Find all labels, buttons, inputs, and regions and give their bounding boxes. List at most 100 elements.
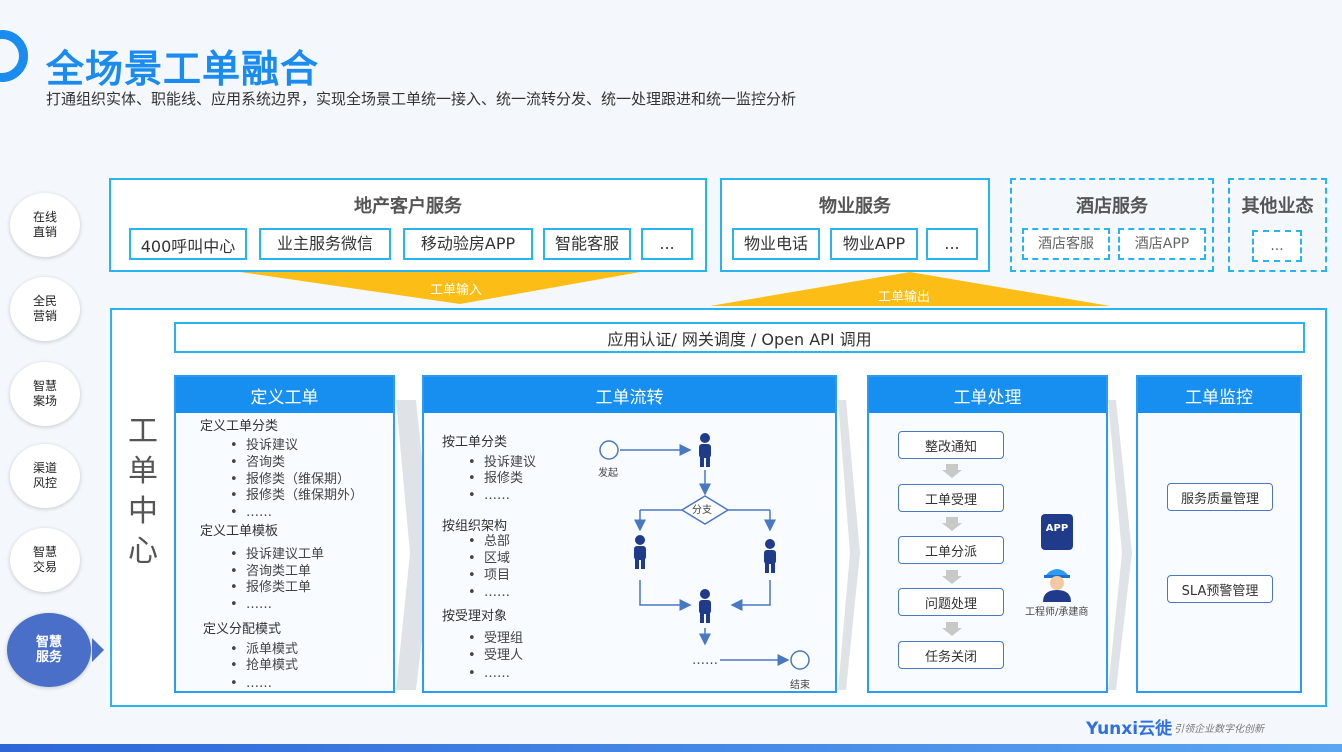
side-nav-label: 智慧 服务 [35,635,62,665]
list-item: • 投诉建议 [230,438,298,453]
define-group-heading: 定义工单模板 [200,524,279,539]
ticket-monitor-panel: 工单监控 [1136,375,1302,693]
list-item: • 咨询类 [230,455,285,470]
side-nav-item-active[interactable]: 智慧 服务 [7,613,91,687]
process-step[interactable]: 任务关闭 [898,641,1004,669]
page-subtitle: 打通组织实体、职能线、应用系统边界，实现全场景工单统一接入、统一流转分发、统一处… [46,90,797,108]
ticket-monitor-title: 工单监控 [1138,377,1300,413]
end-node [790,650,810,670]
list-item: • 总部 [468,534,510,549]
person-icon [634,535,646,569]
person-icon [764,539,776,573]
ticket-center-vertical-title: 工 单 中 心 [128,414,158,569]
person-icon [699,589,711,623]
list-item: • 报修类工单 [230,580,311,595]
chevron-icon [838,400,860,690]
list-item: • 区域 [468,551,510,566]
process-step[interactable]: 问题处理 [898,588,1004,616]
hotel-title: 酒店服务 [1076,196,1148,217]
hotel-service-box: 酒店服务 酒店客服 酒店APP [1010,178,1214,272]
app-icon-label: APP [1045,523,1069,534]
flow-ellipsis: …… [692,653,718,668]
brand-slogan: 引领企业数字化创新 [1174,724,1264,735]
define-ticket-panel: 定义工单 [174,375,395,693]
bottom-accent-bar [0,744,1342,752]
down-arrow-icon [942,570,962,584]
list-item: • …… [230,597,272,612]
channel-hotel-service[interactable]: 酒店客服 [1022,228,1110,260]
channel-owner-wechat[interactable]: 业主服务微信 [259,228,391,260]
channel-more[interactable]: ... [926,228,978,260]
side-nav-label: 智慧 交易 [32,545,57,574]
channel-call-center[interactable]: 400呼叫中心 [129,228,247,260]
monitor-item[interactable]: SLA预警管理 [1167,575,1273,603]
chevron-icon [1108,400,1132,690]
channel-hotel-app[interactable]: 酒店APP [1118,228,1206,260]
side-nav-label: 全民 营销 [32,294,57,323]
down-arrow-icon [942,464,962,478]
property-service-box: 物业服务 物业电话 物业APP ... [720,178,990,272]
side-nav-item[interactable]: 全民 营销 [10,277,80,341]
title-ring-icon [0,30,28,82]
channel-property-app[interactable]: 物业APP [830,228,918,260]
property-title: 物业服务 [819,196,891,217]
side-nav-item[interactable]: 智慧 交易 [10,528,80,592]
side-nav-label: 在线 直销 [32,210,57,239]
define-ticket-title: 定义工单 [176,377,393,413]
list-item: • …… [468,585,510,600]
process-step[interactable]: 整改通知 [898,431,1004,459]
list-item: • 报修类 [468,471,523,486]
real-estate-title: 地产客户服务 [354,196,462,217]
list-item: • 受理人 [468,648,523,663]
input-band-label: 工单输入 [430,283,483,298]
list-item: • 派单模式 [230,642,298,657]
list-item: • 投诉建议 [468,455,536,470]
list-item: • …… [468,488,510,503]
list-item: • 项目 [468,568,510,583]
down-arrow-icon [942,622,962,636]
side-nav-label: 智慧 案场 [32,379,57,408]
branch-node [680,495,730,525]
active-pointer-icon [92,638,104,662]
define-group-heading: 定义工单分类 [200,419,279,434]
side-nav-item[interactable]: 在线 直销 [10,193,80,257]
side-nav-item[interactable]: 渠道 风控 [10,444,80,508]
output-band-label: 工单输出 [878,290,931,305]
app-icon: APP [1041,514,1073,550]
ticket-flow-panel: 工单流转 [422,375,837,693]
person-icon [699,433,711,467]
other-business-box: 其他业态 ... [1228,178,1327,272]
engineer-label: 工程师/承建商 [1025,607,1089,618]
channel-more[interactable]: ... [641,228,693,260]
other-title: 其他业态 [1241,196,1314,217]
side-nav-item[interactable]: 智慧 案场 [10,362,80,426]
down-arrow-icon [942,517,962,531]
list-item: • 受理组 [468,631,523,646]
input-band-shape [240,272,640,304]
gateway-bar: 应用认证/ 网关调度 / Open API 调用 [174,322,1305,353]
brand-logo: Yunxi云徙 [1086,719,1173,739]
list-item: • …… [230,676,272,691]
flow-group-heading: 按受理对象 [442,609,508,624]
channel-smart-service[interactable]: 智能客服 [543,228,631,260]
start-label: 发起 [598,468,618,479]
output-band-shape [710,272,1110,306]
list-item: • 咨询类工单 [230,564,311,579]
channel-property-phone[interactable]: 物业电话 [732,228,820,260]
list-item: • …… [230,505,272,520]
ticket-flow-title: 工单流转 [424,377,835,413]
branch-label: 分支 [692,505,712,516]
monitor-item[interactable]: 服务质量管理 [1167,483,1273,511]
list-item: • 报修类（维保期） [230,472,350,487]
channel-more[interactable]: ... [1252,230,1302,262]
process-step[interactable]: 工单受理 [898,484,1004,512]
process-step[interactable]: 工单分派 [898,536,1004,564]
channel-inspection-app[interactable]: 移动验房APP [403,228,533,260]
flow-diagram [599,433,810,670]
list-item: • …… [468,666,510,681]
ticket-process-title: 工单处理 [869,377,1106,413]
list-item: • 抢单模式 [230,658,298,673]
end-label: 结束 [790,680,810,691]
define-group-heading: 定义分配模式 [203,622,282,637]
page-title: 全场景工单融合 [46,47,320,91]
